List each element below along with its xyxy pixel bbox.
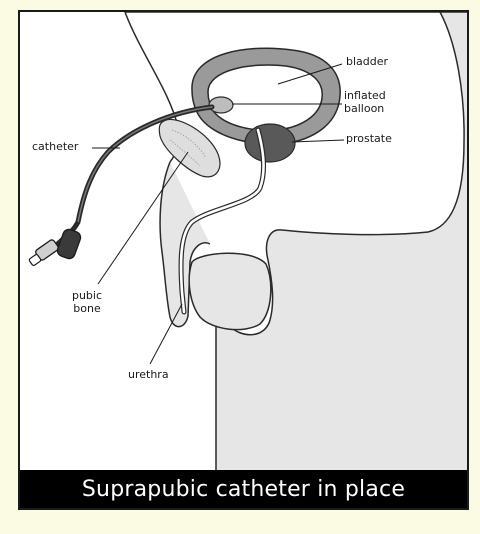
figure-caption: Suprapubic catheter in place <box>82 477 405 502</box>
label-prostate: prostate <box>346 133 392 145</box>
label-inflated: inflated <box>344 90 386 102</box>
diagram-panel: bladder inflated balloon prostate cathet… <box>18 10 469 510</box>
label-catheter: catheter <box>32 141 78 153</box>
catheter-connector-2 <box>56 228 82 260</box>
label-bladder: bladder <box>346 56 388 68</box>
scrotum-outline <box>189 253 271 329</box>
label-pubic: pubic <box>62 290 112 302</box>
leader-urethra <box>150 304 182 364</box>
label-urethra: urethra <box>128 369 169 381</box>
label-balloon: balloon <box>344 103 384 115</box>
anatomy-diagram <box>20 12 469 510</box>
prostate-shape <box>245 124 295 162</box>
label-bone: bone <box>62 303 112 315</box>
caption-bar: Suprapubic catheter in place <box>20 470 467 508</box>
